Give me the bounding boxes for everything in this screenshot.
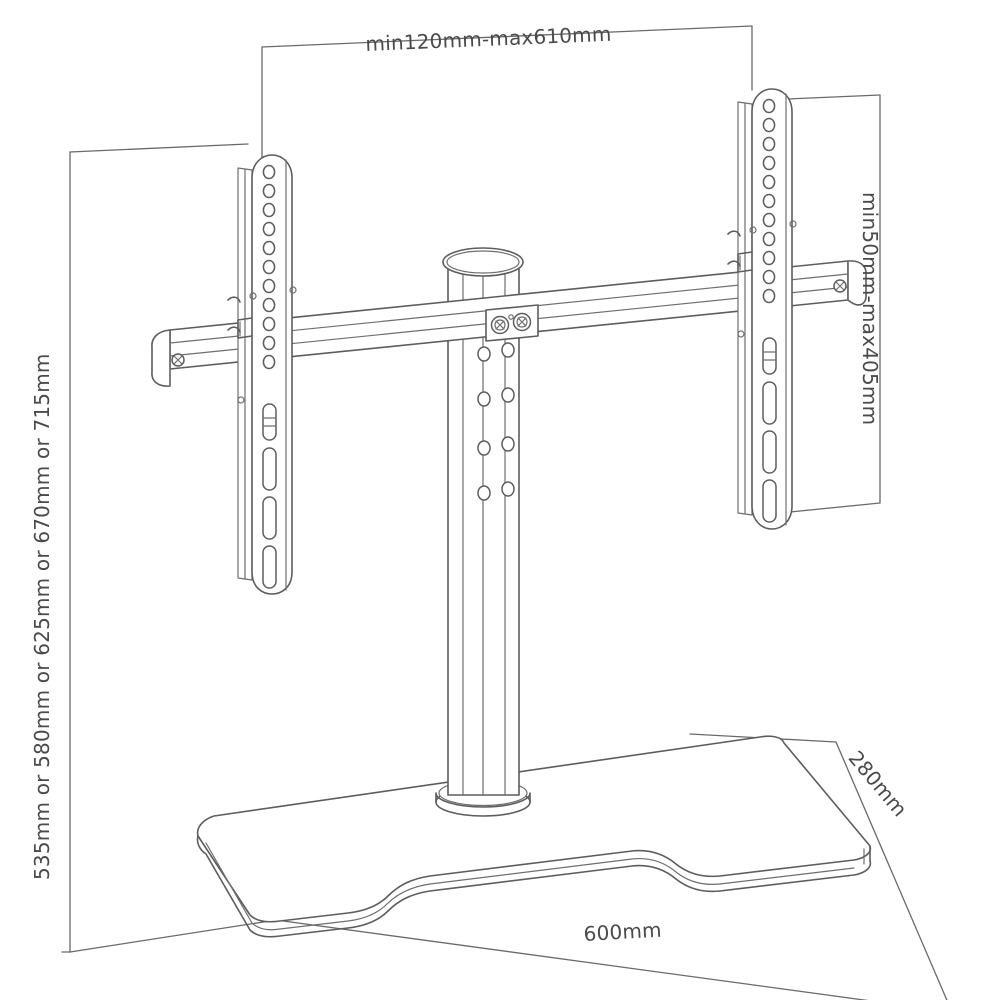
dimension-label-total-height: 535mm or 580mm or 625mm or 670mm or 715m… (30, 353, 54, 880)
left-mount-bracket (227, 154, 297, 595)
left-bracket-slots (262, 403, 277, 589)
center-column (442, 247, 524, 796)
column-hole-rows (477, 342, 515, 501)
crossbar-left-endcap (151, 329, 185, 387)
dimension-label-base-width: 600mm (583, 917, 663, 946)
crossbar-right-endcap (833, 260, 867, 306)
right-mount-bracket (727, 88, 797, 530)
center-screw-plate (485, 304, 539, 342)
dimension-label-bracket-height: min50mm-max405mm (858, 192, 882, 426)
column-top-cap (442, 247, 524, 277)
left-bracket-holes (262, 164, 276, 370)
right-bracket-slots (762, 337, 777, 523)
base-plate (196, 735, 872, 938)
right-bracket-holes (762, 98, 776, 304)
